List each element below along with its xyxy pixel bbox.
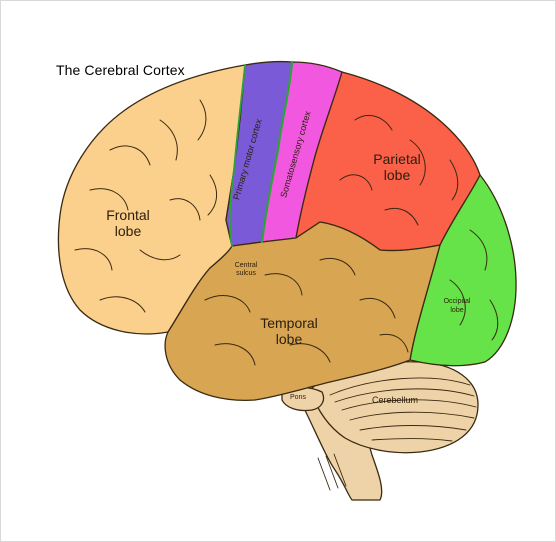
frontal-lobe-label-line1: Frontal	[106, 207, 150, 223]
occipital-lobe-label: Occipital lobe	[437, 298, 477, 314]
central-sulcus-label-line1: Central	[234, 262, 258, 269]
parietal-lobe-label: Parietal lobe	[366, 152, 428, 182]
temporal-lobe-label-line2: lobe	[275, 331, 303, 347]
diagram-title: The Cerebral Cortex	[56, 62, 185, 78]
temporal-lobe-label-line1: Temporal	[260, 315, 318, 331]
temporal-lobe-label: Temporal lobe	[252, 316, 326, 346]
central-sulcus-label-line2: sulcus	[236, 270, 256, 277]
frontal-lobe-label-line2: lobe	[114, 223, 142, 239]
central-sulcus-label: Central sulcus	[226, 262, 266, 277]
central-sulcus-line	[260, 60, 294, 244]
occipital-lobe-label-line2: lobe	[450, 307, 464, 314]
parietal-lobe-label-line2: lobe	[383, 167, 411, 183]
frontal-lobe-label: Frontal lobe	[98, 208, 158, 238]
occipital-lobe-label-line1: Occipital	[443, 298, 471, 305]
pons-label: Pons	[290, 394, 306, 401]
temporal-lobe	[164, 221, 441, 401]
parietal-lobe-label-line1: Parietal	[373, 151, 421, 167]
cerebellum-label: Cerebellum	[371, 395, 419, 405]
